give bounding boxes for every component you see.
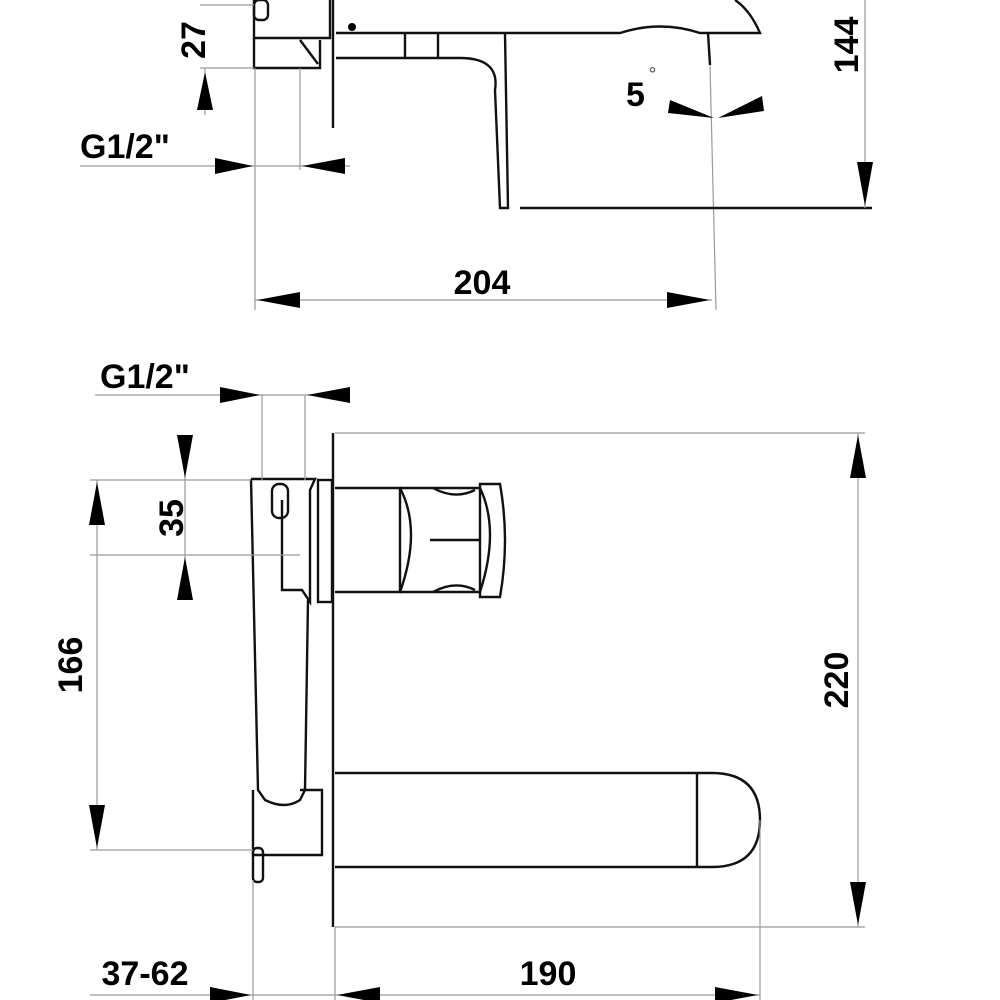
dim-220-label: 220 (818, 652, 856, 709)
dim-thread-front-label: G1/2" (100, 358, 190, 396)
faucet-front-outline (249, 433, 762, 927)
dim-angle-label: 5 (626, 76, 645, 114)
dimension-lines-top (80, 0, 873, 311)
dim-204-label: 204 (454, 264, 511, 302)
dim-144-label: 144 (828, 17, 866, 74)
dimension-lines-front (89, 387, 866, 1000)
top-view: 27 144 5 ° G1/2" 204 (80, 0, 873, 311)
dim-27-label: 27 (175, 21, 213, 59)
dim-166-label: 166 (52, 637, 90, 694)
dim-thread-top-label: G1/2" (80, 128, 170, 166)
dim-190-label: 190 (520, 955, 577, 993)
dim-37-62-label: 37-62 (102, 955, 189, 993)
faucet-side-outline (252, 0, 762, 210)
degree-symbol: ° (648, 64, 657, 85)
dim-35-label: 35 (153, 499, 191, 537)
front-view: G1/2" 35 166 220 37-62 190 (52, 358, 866, 1000)
